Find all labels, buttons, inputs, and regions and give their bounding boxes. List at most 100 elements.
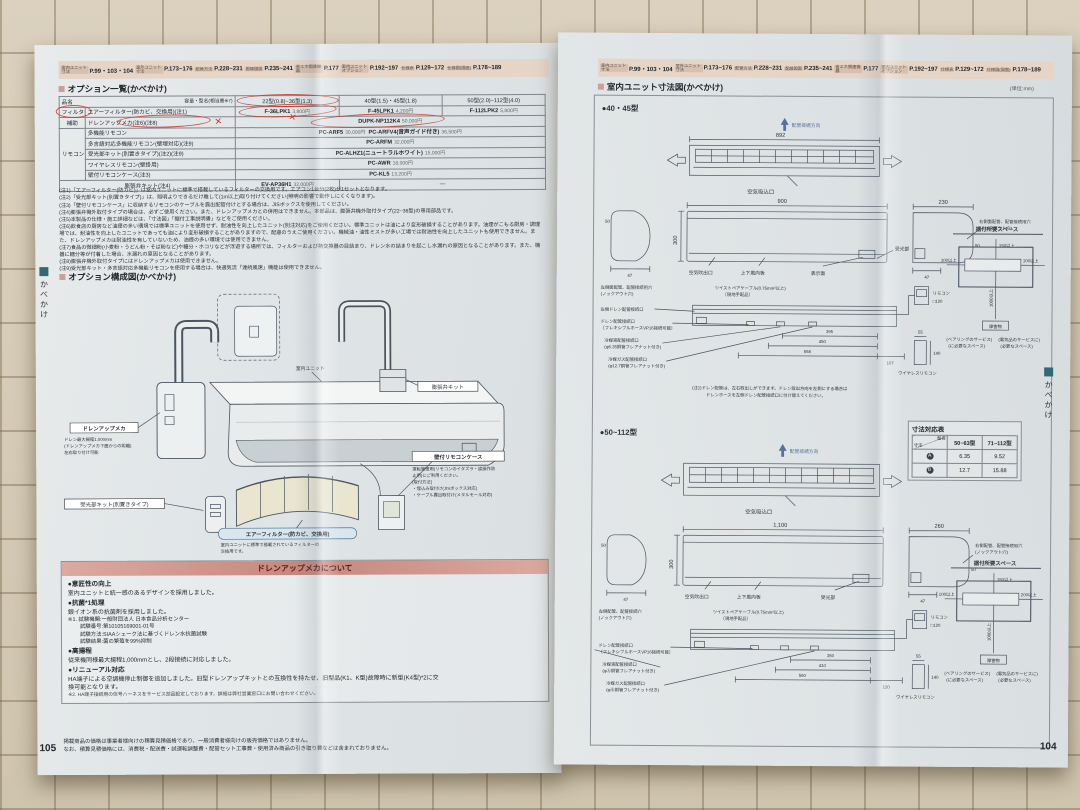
price: 5,800円 xyxy=(500,107,518,114)
expansion-valve-device xyxy=(379,369,407,393)
airflow-arrow-left-icon xyxy=(666,153,686,167)
about-note: ※2. HA端子接続用の信号ハーネスをサービス部品設定しております。詳細は弊社営… xyxy=(68,692,319,699)
dim-395: 395 xyxy=(826,329,834,334)
left-pipe-hole-label: 左側配管、配管接続穴 xyxy=(599,608,643,615)
rc5-name: 壁付リモコンケース(注3) xyxy=(85,169,236,181)
nav-tab-page: P.129~172 xyxy=(415,65,445,72)
gas-pipe-label: (φⒷ銅管フレアナット付き) xyxy=(606,686,659,693)
price: 13,200円 xyxy=(391,171,412,178)
remote-controller-label: リモコン xyxy=(931,615,948,620)
air-filter-sub: 交換用です。 xyxy=(221,548,246,555)
header-40-45: 40型(1.5)・45型(1.8) xyxy=(339,94,443,106)
drain-port-label: ドレン配管接続口 xyxy=(600,318,634,325)
nav-tab-label: 室内ユニット オプション xyxy=(340,63,369,74)
nav-tab-page: P.228~231 xyxy=(214,66,243,73)
space-note-right: (必要なスペース) xyxy=(998,677,1031,684)
air-intake-label: 空気吸込口 xyxy=(745,508,772,516)
nav-tab-label: 室内ユニット寸法 xyxy=(599,62,629,73)
pipe-direction-label: 配管接続方向 xyxy=(792,122,821,129)
display-label: 表示面 xyxy=(811,270,826,277)
remote-controller-label: リモコン xyxy=(933,291,950,296)
unit-note-mm: (単位:mm) xyxy=(1009,86,1034,93)
group-title: ●50~112型 xyxy=(600,427,638,437)
drainup-name: ドレンアップメカ(注6)(注8) xyxy=(85,116,236,128)
twisted-pair-label: ツイストペアケーブル(0.75mm²以上) xyxy=(715,284,787,291)
nav-tab-page: P.235~241 xyxy=(264,66,293,73)
price-disclaimer: 掲載商品の価格は事業者様向けの積算見積価格であり、一般消費者様向けの販売価格では… xyxy=(63,737,547,754)
nav-tab-label: 配線図面 xyxy=(784,65,804,72)
page-number-right: 104 xyxy=(1039,741,1057,753)
space-dim-top: 150以上 xyxy=(997,576,1014,582)
group-remocon: リモコン xyxy=(59,127,86,181)
model: PC-ARF5 xyxy=(318,130,344,137)
nav-tab-page: P.192~197 xyxy=(369,65,399,72)
space-dim-bottom: 1000以上 xyxy=(988,288,994,307)
nav-tab-label: 配管方法 xyxy=(194,66,214,72)
section-title-option-list: オプション一覧(かべかけ) xyxy=(58,83,167,95)
nav-tab-label: 仕様表 xyxy=(400,65,415,71)
drainup-sub: (ドレンアップメカ下面からの距離) xyxy=(64,442,132,449)
edge-label-kabekake: かべかけ xyxy=(1043,380,1054,421)
wireless-remote-label: ワイヤレスリモコン xyxy=(898,371,937,376)
price: 36,500円 xyxy=(441,129,462,136)
space-dim-left: 100以上 xyxy=(941,257,958,263)
expansion-valve-ghost-box xyxy=(217,293,281,361)
louver-label: 上下風向板 xyxy=(741,270,765,277)
side-pipe-hole-label: 右側面配管、配管接続用穴 xyxy=(979,218,1031,225)
dim-450: 450 xyxy=(819,339,827,344)
dim-410: 410 xyxy=(819,663,827,668)
dim-892: 892 xyxy=(776,133,785,139)
nav-tab-page: P.235~241 xyxy=(803,65,833,73)
pipe-direction-arrow-icon xyxy=(778,443,787,457)
obstacle-label: 障害物 xyxy=(987,657,1001,664)
note-line: (注6)飲食店の厨房など油煙の多い環境では標準ユニットを使用せず、耐油性を向上し… xyxy=(59,222,541,244)
nav-tab-page: P.177 xyxy=(863,66,879,73)
receiver-kit-label-group: 受光部キット(別置きタイプ) xyxy=(64,498,204,511)
edge-label-kabekake: かべかけ xyxy=(39,280,49,321)
header-22-36: 22型(0.8)~36型(1.3) xyxy=(235,95,340,107)
liquid-pipe-label: 冷媒液配管接続口 xyxy=(604,337,638,344)
nav-tab-label: 仕様図(図面) xyxy=(446,65,472,71)
about-text: 室内ユニットと統一感のあるデザインを採用しました。 xyxy=(67,590,218,597)
dimension-diagram-50-112: ●50~112型 配管接続方向 空気吸込口 1,100 300 空気吹出口 xyxy=(594,427,1043,700)
right-edge-tab: かべかけ xyxy=(1043,367,1054,420)
section-title-option-diagram: オプション構成図(かべかけ) xyxy=(59,271,176,284)
nav-tab-label: 省エネ関連機器 xyxy=(294,63,323,74)
installation-space-diagram: 据付所要スペース 150以上 100以上 200以上 1000以上 障害物 (ベ… xyxy=(939,559,1043,684)
price: 32,000円 xyxy=(394,139,415,146)
nav-tab: 仕様図(図面)P.178~189 xyxy=(446,65,501,71)
bottom-view: 左側面配管、配管接続用穴 (ノックアウト穴) ツイストペアケーブル(0.75mm… xyxy=(600,284,950,399)
receiver-kit-label: 受光部キット(別置きタイプ) xyxy=(80,500,149,508)
price: 4,200円 xyxy=(395,108,414,115)
space-note-left: (に必要なスペース) xyxy=(946,676,983,683)
header-model: 型名 xyxy=(936,435,946,441)
nav-tab-label: 室内ユニット オプション xyxy=(880,64,909,74)
section-title-text: オプション構成図(かべかけ) xyxy=(68,271,177,283)
dim-260: 260 xyxy=(935,524,944,530)
dim-140: 140 xyxy=(931,675,939,680)
drain-note: (注1)ドレン配管は、左右取出しができます。ドレン取出方向を左側にする場合は xyxy=(692,384,848,392)
section-title-text: オプション一覧(かべかけ) xyxy=(67,83,167,95)
space-dim-bottom: 1000以上 xyxy=(986,622,992,641)
price: 15,000円 xyxy=(424,150,446,157)
twisted-pair-label: 〔現地手配品〕 xyxy=(721,615,751,622)
receiver-kit-drawing xyxy=(204,495,226,533)
air-filter-sub: 室内ユニットに標準で搭載されているフィルターの xyxy=(221,541,320,548)
header-capacity: 容量・型名(相当畳※7) xyxy=(184,99,233,105)
nav-tab-page: P.173~176 xyxy=(703,65,733,72)
front-view: 1,100 300 空気吹出口 上下風向板 受光部 xyxy=(669,523,884,601)
dim-560: 560 xyxy=(799,673,807,678)
footer-line: なお、積算見積価格には、消費税・配送費・試運転調整費・配管セット工事費・使用済み… xyxy=(63,745,392,753)
model: PC-KL5 xyxy=(369,171,390,178)
model: DUPK-NP112K4 xyxy=(358,118,400,125)
group-title: ●40・45型 xyxy=(602,103,639,113)
